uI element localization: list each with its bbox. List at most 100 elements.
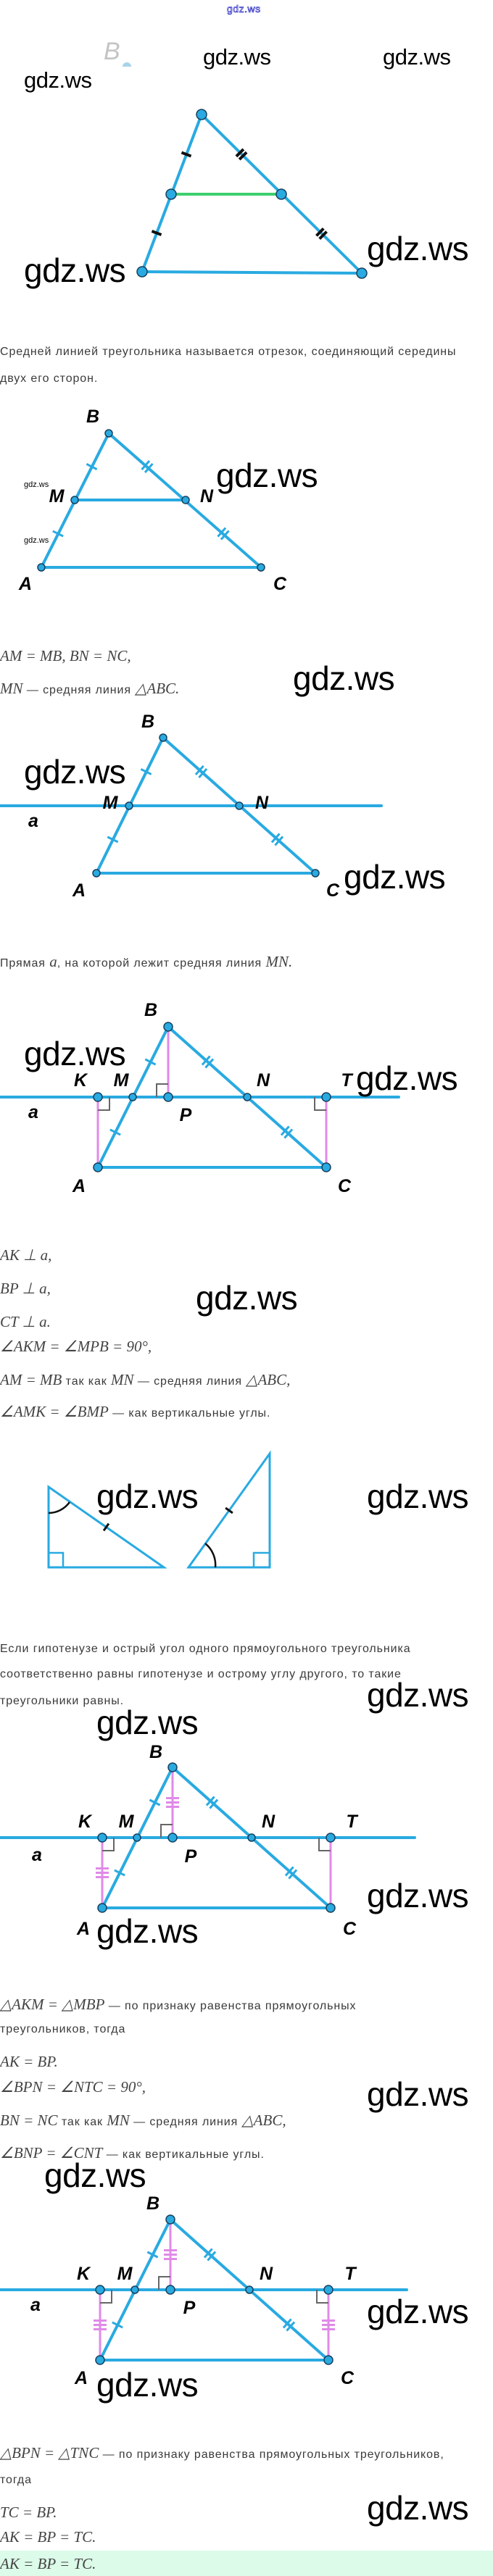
point-marker xyxy=(235,801,244,810)
point-marker xyxy=(37,563,46,572)
point-marker xyxy=(323,2285,334,2295)
math-expression: CT ⊥ a. xyxy=(0,1313,51,1330)
watermark: gdz.ws xyxy=(96,1704,199,1741)
watermark: gdz.ws xyxy=(24,251,126,289)
point-marker xyxy=(70,496,79,504)
site-header-link[interactable]: gdz.ws xyxy=(227,3,261,15)
math-line: ∠BNP = ∠CNT — как вертикальные углы. xyxy=(0,2140,265,2166)
text-segment: — как вертикальные углы. xyxy=(108,1407,271,1420)
text-line: треугольников, тогда xyxy=(0,2017,125,2043)
point-label: P xyxy=(180,1105,192,1125)
point-label: A xyxy=(72,880,86,901)
point-label: B xyxy=(149,1742,162,1762)
point-label: N xyxy=(257,1070,270,1091)
point-label: a xyxy=(32,1845,42,1865)
text-segment: — как вертикальные углы. xyxy=(102,2148,265,2161)
watermark: gdz.ws xyxy=(24,753,126,791)
right-angle-mark xyxy=(316,2290,328,2304)
point-marker xyxy=(323,2355,334,2365)
equal-tick-mark xyxy=(181,151,192,158)
theorem-line: треугольники равны. xyxy=(0,1688,124,1714)
math-line: △BPN = △TNC — по признаку равенства прям… xyxy=(0,2440,444,2466)
point-label: M xyxy=(117,2264,133,2284)
answer-highlight xyxy=(0,2551,493,2576)
watermark: gdz.ws xyxy=(367,2489,469,2527)
faded-point-label: B xyxy=(104,38,120,65)
equal-tick-mark xyxy=(209,1798,219,1809)
math-line: AM = MB так как MN — средняя линия △ABC, xyxy=(0,1367,290,1393)
equal-tick-mark xyxy=(52,530,64,538)
point-marker xyxy=(133,1833,141,1842)
right-angle-mark xyxy=(252,1551,270,1567)
equal-tick-mark xyxy=(107,835,119,843)
text-segment: Прямая xyxy=(0,957,50,970)
point-label: M xyxy=(103,793,119,813)
equal-tick-mark xyxy=(144,1058,157,1066)
point-marker xyxy=(247,1833,256,1842)
math-expression: AK ⊥ a, xyxy=(0,1246,52,1264)
equal-tick-mark xyxy=(198,768,208,778)
equal-tick-mark xyxy=(288,1869,298,1880)
text-segment: треугольники равны. xyxy=(0,1695,124,1707)
watermark: gdz.ws xyxy=(203,44,271,70)
point-marker xyxy=(165,2214,175,2225)
right-angle-mark xyxy=(100,2290,112,2304)
equal-tick-mark xyxy=(112,2321,123,2329)
watermark: gdz.ws xyxy=(367,1676,469,1714)
point-label: K xyxy=(74,1070,88,1091)
math-expression: ∠AMK = ∠BMP xyxy=(0,1403,109,1420)
point-marker xyxy=(257,563,265,572)
watermark: gdz.ws xyxy=(344,858,446,896)
equal-tick-mark xyxy=(286,2321,296,2332)
point-marker xyxy=(321,1162,331,1172)
watermark: gdz.ws xyxy=(216,457,318,494)
point-marker xyxy=(326,1833,336,1843)
definition-line: двух его сторон. xyxy=(0,366,98,392)
watermark: gdz.ws xyxy=(96,2366,199,2404)
point-label: C xyxy=(326,880,340,901)
equal-tick-mark xyxy=(284,1866,294,1877)
point-label: B xyxy=(86,407,99,427)
math-line: CT ⊥ a. xyxy=(0,1309,51,1335)
right-angle-mark xyxy=(318,1838,331,1851)
point-label: A xyxy=(72,1176,86,1196)
watermark: gdz.ws xyxy=(24,67,92,93)
math-expression: AK = BP = TC. xyxy=(0,2528,96,2546)
equal-tick-mark xyxy=(283,1128,294,1139)
math-expression: MN xyxy=(111,1371,134,1388)
math-expression: △ABC, xyxy=(241,2112,286,2129)
point-marker xyxy=(311,869,320,878)
point-marker xyxy=(276,188,287,200)
point-marker xyxy=(356,267,368,279)
watermark: gdz.ws xyxy=(24,1035,126,1072)
right-angle-mark xyxy=(98,1097,110,1111)
equal-tick-mark xyxy=(141,460,151,471)
point-marker xyxy=(97,1833,107,1843)
text-segment: тогда xyxy=(0,2474,32,2486)
definition-line: Средней линией треугольника называется о… xyxy=(0,339,456,365)
text-segment: — по признаку равенства прямоугольных xyxy=(104,2000,357,2012)
watermark: gdz.ws xyxy=(383,44,451,70)
math-line: △AKM = △MBP — по признаку равенства прям… xyxy=(0,1991,356,2017)
point-label: C xyxy=(343,1919,357,1939)
point-label: P xyxy=(185,1846,197,1867)
point-label: K xyxy=(78,1812,93,1832)
equal-tick-mark xyxy=(86,463,98,470)
point-marker xyxy=(245,2285,254,2294)
right-angle-mark xyxy=(314,1097,326,1111)
equal-tick-mark xyxy=(149,1798,161,1806)
equal-tick-mark xyxy=(151,230,162,236)
watermark: gdz.ws xyxy=(24,536,49,545)
math-expression: AK = BP. xyxy=(0,2053,58,2070)
point-label: N xyxy=(260,2264,273,2284)
math-line: MN — средняя линия △ABC. xyxy=(0,675,179,701)
equal-tick-mark xyxy=(280,1125,290,1136)
math-line: BN = NC так как MN — средняя линия △ABC, xyxy=(0,2107,286,2133)
watermark: gdz.ws xyxy=(356,1059,458,1097)
equal-tick-mark xyxy=(235,148,245,158)
equal-tick-mark xyxy=(282,2318,292,2329)
point-label: N xyxy=(255,793,269,813)
point-label: C xyxy=(341,2368,355,2388)
math-expression: ∠AKM = ∠MPB = 90°, xyxy=(0,1338,152,1355)
